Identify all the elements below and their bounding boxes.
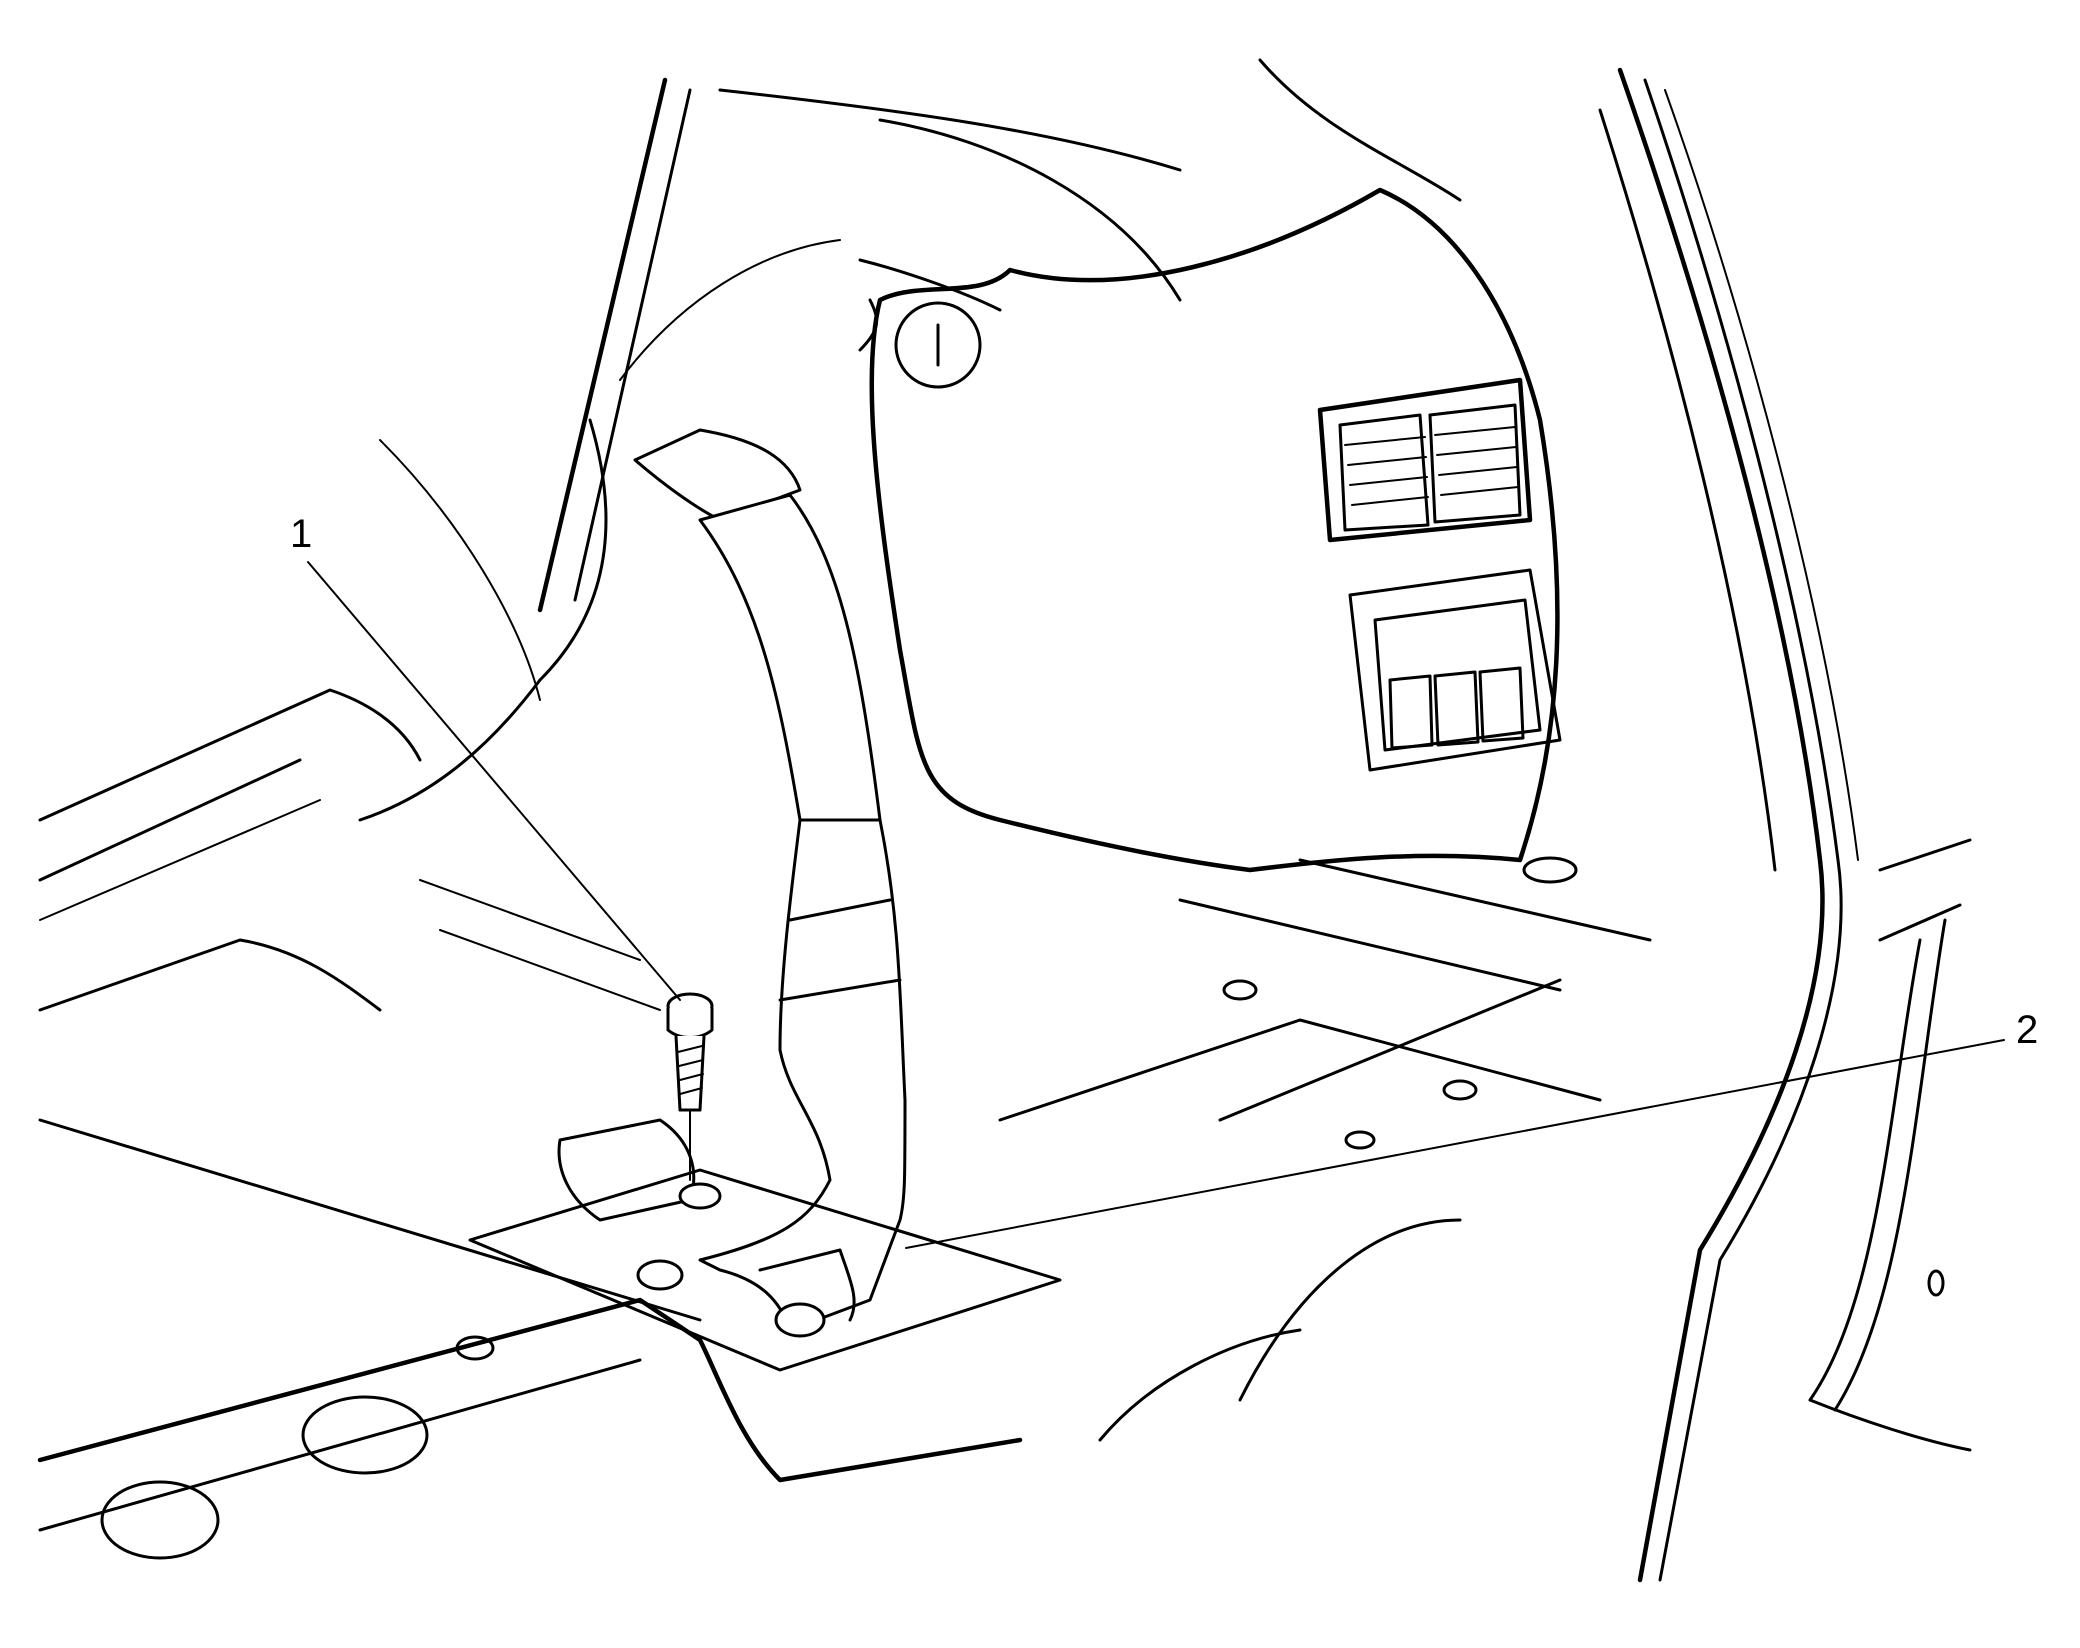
leader-line-2: [905, 1039, 2005, 1249]
seat-belt-strap: [633, 428, 907, 1338]
anchor-bolt: [666, 992, 722, 1210]
rear-seat-lines: [358, 118, 1182, 822]
body-frame-lines: [537, 58, 1859, 1583]
console-trim-panel: [858, 187, 1562, 873]
callout-number-1: 1: [290, 512, 313, 556]
leader-line-1: [307, 561, 681, 1001]
floor-pan-lines: [37, 688, 1972, 1560]
door-panel-lines: [1808, 918, 1972, 1452]
callout-number-2: 2: [2016, 1008, 2039, 1052]
callout-leaders: [307, 561, 2005, 1249]
